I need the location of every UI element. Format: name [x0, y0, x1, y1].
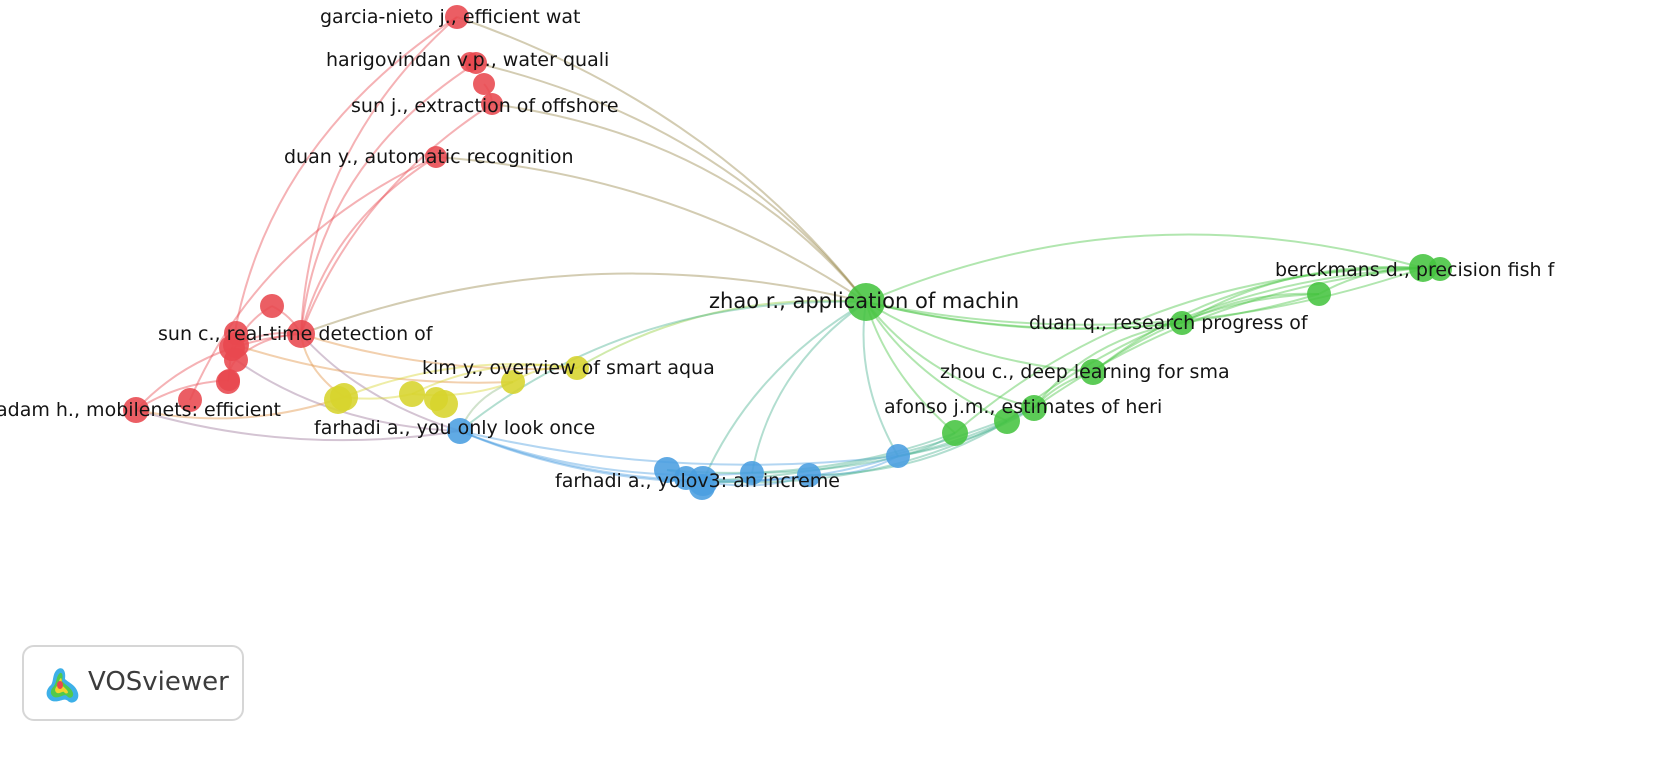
node-label-duanq: duan q., research progress of	[1029, 312, 1309, 334]
node-label-sunj: sun j., extraction of offshore	[351, 95, 619, 117]
network-link	[343, 363, 578, 398]
network-link	[1033, 322, 1183, 409]
network-node-sunc[interactable]	[287, 320, 315, 348]
network-link	[135, 396, 345, 420]
network-node-zhouc[interactable]	[1080, 359, 1106, 385]
node-label-sunc: sun c., real-time detection of	[158, 323, 434, 345]
network-node-adam[interactable]	[123, 397, 149, 423]
network-link	[235, 344, 514, 384]
network-link	[491, 103, 867, 303]
network-link	[865, 301, 1008, 422]
network-link	[475, 62, 867, 303]
network-node-duany[interactable]	[425, 146, 447, 168]
network-link	[300, 333, 578, 371]
network-link	[300, 333, 461, 432]
node-label-afonso: afonso j.m., estimates of heri	[884, 396, 1162, 418]
network-link	[576, 299, 867, 369]
network-links	[135, 16, 1424, 487]
network-link	[435, 156, 867, 303]
network-node-sunj[interactable]	[481, 93, 503, 115]
network-link	[808, 420, 1008, 476]
network-nodes	[123, 5, 1452, 500]
network-node-r5[interactable]	[178, 388, 202, 412]
vosviewer-logo-box: VOSviewer	[22, 645, 244, 721]
network-link	[865, 233, 1424, 303]
network-node-b4[interactable]	[886, 444, 910, 468]
network-link	[459, 300, 867, 432]
network-node-b2[interactable]	[740, 461, 764, 485]
network-link	[751, 301, 867, 474]
network-link	[1181, 265, 1424, 324]
vosviewer-brand-text: VOSviewer	[88, 667, 229, 697]
network-link	[135, 409, 461, 442]
node-label-duany: duan y., automatic recognition	[284, 146, 574, 168]
network-link	[1033, 267, 1424, 409]
network-link	[1181, 292, 1320, 324]
network-node-r6[interactable]	[473, 73, 495, 95]
network-node-farhadi2[interactable]	[688, 466, 718, 496]
node-label-zhao: zhao r., application of machin	[709, 289, 1019, 313]
network-link	[702, 301, 867, 482]
network-link	[411, 364, 578, 395]
node-label-zhouc: zhou c., deep learning for sma	[940, 361, 1230, 383]
network-link	[300, 62, 477, 335]
node-label-farhadi2: farhadi a., yolov3: an increme	[555, 470, 840, 492]
node-label-farhadi1: farhadi a., you only look once	[314, 417, 595, 439]
network-link	[954, 266, 1424, 434]
network-link	[1092, 293, 1320, 373]
network-node-kim[interactable]	[565, 356, 589, 380]
network-link	[865, 267, 1424, 326]
network-link	[300, 103, 493, 335]
network-node-b1[interactable]	[654, 457, 680, 483]
network-node-r7[interactable]	[460, 52, 480, 72]
network-node-r8[interactable]	[218, 369, 240, 391]
network-link	[1006, 267, 1424, 422]
network-link	[300, 156, 437, 335]
network-node[interactable]	[424, 387, 448, 411]
network-node-y2[interactable]	[399, 381, 425, 407]
network-node-g3[interactable]	[1307, 282, 1331, 306]
network-link	[865, 293, 1320, 330]
network-node-farhadi1[interactable]	[447, 418, 473, 444]
network-link	[300, 272, 867, 335]
network-node-g1[interactable]	[942, 420, 968, 446]
network-node-zhao[interactable]	[847, 283, 885, 321]
network-node-r1[interactable]	[260, 294, 284, 318]
network-node-r3[interactable]	[224, 348, 248, 372]
network-link	[865, 301, 1183, 330]
network-link	[135, 333, 302, 411]
network-node-g2[interactable]	[994, 408, 1020, 434]
network-node-y1[interactable]	[330, 383, 358, 411]
network-node-y3[interactable]	[501, 370, 525, 394]
vosviewer-logo-icon	[46, 668, 79, 703]
network-node-b3[interactable]	[797, 463, 821, 487]
network-node-duanq[interactable]	[1170, 311, 1194, 335]
node-label-berckmans: berckmans d., precision fish f	[1275, 259, 1556, 281]
network-link	[189, 156, 437, 401]
node-label-harigovindan: harigovindan v.p., water quali	[326, 49, 609, 71]
network-link	[1092, 266, 1424, 373]
network-node-berckmans[interactable]	[1409, 254, 1437, 282]
network-labels: garcia-nieto j., efficient wat harigovind…	[0, 6, 1556, 492]
network-node-afonso[interactable]	[1021, 395, 1047, 421]
network-link	[865, 301, 1035, 409]
network-link	[865, 301, 1094, 373]
network-link	[300, 16, 458, 335]
node-label-adam: adam h., mobilenets: efficient	[0, 399, 281, 421]
network-link	[456, 16, 867, 303]
node-label-garcia: garcia-nieto j., efficient wat	[320, 6, 580, 28]
node-label-kim: kim y., overview of smart aqua	[422, 357, 715, 379]
network-link	[897, 407, 1035, 457]
network-node-garcia[interactable]	[445, 5, 469, 29]
